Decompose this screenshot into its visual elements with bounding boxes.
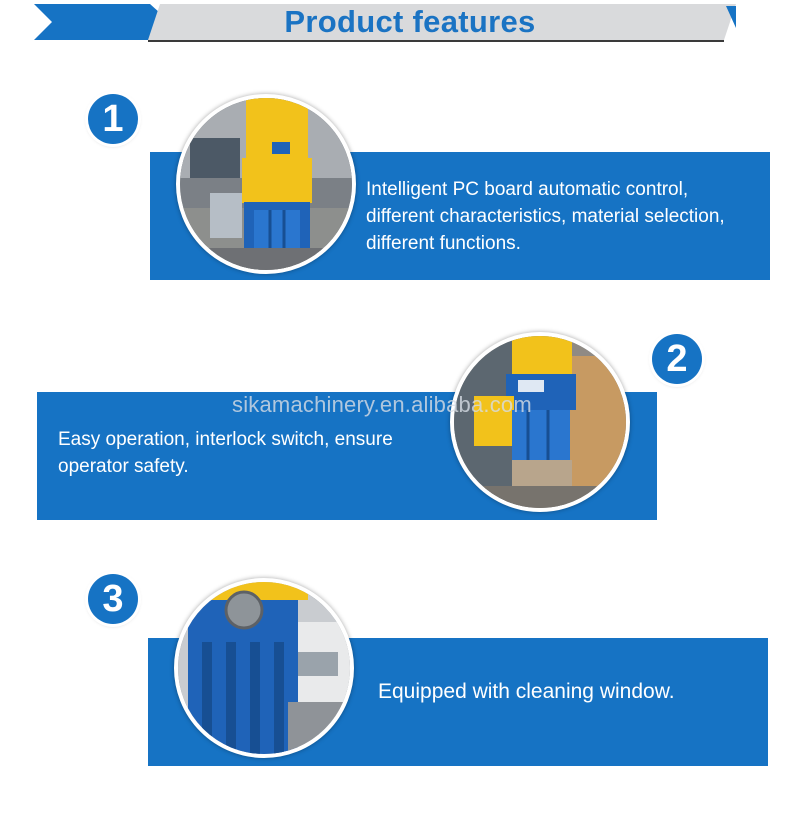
feature-2-photo	[450, 332, 630, 512]
feature-1-text: Intelligent PC board automatic control, …	[366, 176, 725, 257]
feature-3-photo	[174, 578, 354, 758]
feature-1-line-1: Intelligent PC board automatic control,	[366, 179, 689, 200]
header-banner: Product features	[0, 0, 800, 48]
feature-3-line-1: Equipped with cleaning window.	[378, 680, 675, 703]
feature-1-photo	[176, 94, 356, 274]
feature-1-line-2: different characteristics, material sele…	[366, 206, 725, 227]
feature-2-text: Easy operation, interlock switch, ensure…	[58, 426, 393, 480]
feature-2-line-2: operator safety.	[58, 456, 189, 477]
feature-2-line-1: Easy operation, interlock switch, ensure	[58, 429, 393, 450]
page-title: Product features	[284, 4, 536, 39]
watermark-text: sikamachinery.en.alibaba.com	[232, 392, 532, 417]
feature-3-number-badge: 3	[88, 574, 138, 624]
feature-3-text: Equipped with cleaning window.	[378, 678, 675, 705]
header-ribbon-shape	[34, 4, 736, 42]
feature-1-line-3: different functions.	[366, 233, 521, 254]
feature-1-number-badge: 1	[88, 94, 138, 144]
feature-2-number-badge: 2	[652, 334, 702, 384]
